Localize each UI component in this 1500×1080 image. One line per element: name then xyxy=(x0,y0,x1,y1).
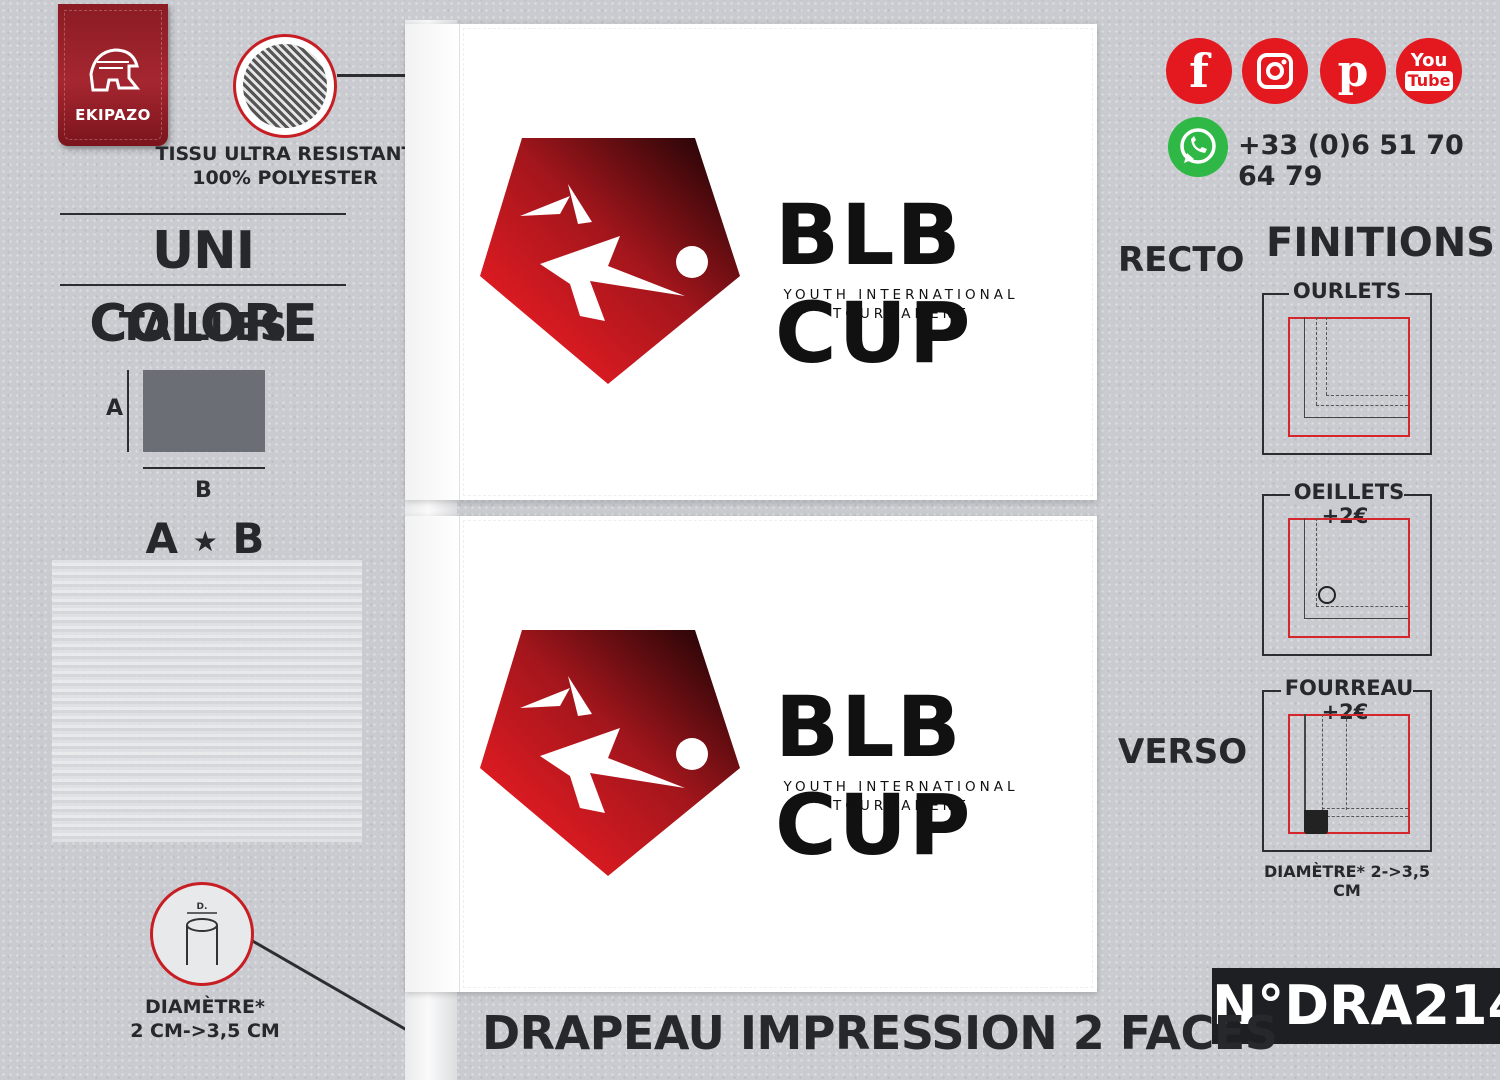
flag-subtitle-1: YOUTH INTERNATIONAL xyxy=(783,779,1019,795)
fabric-texture-icon xyxy=(233,34,337,138)
sleeve-pole-icon xyxy=(1304,810,1328,834)
flag-subtitle: YOUTH INTERNATIONAL TOURNAMENT xyxy=(775,286,1027,324)
eyelet-icon xyxy=(1318,586,1336,604)
diameter-line-2: 2 CM->3,5 CM xyxy=(130,1020,280,1042)
star-icon: ★ xyxy=(192,525,218,558)
finish-diagram xyxy=(1288,714,1410,834)
color-swatch xyxy=(52,560,362,842)
flag-hem xyxy=(463,28,1093,496)
finish-label: OURLETS xyxy=(1288,279,1406,303)
formula-b: B xyxy=(232,514,265,563)
diameter-line-1: DIAMÈTRE* xyxy=(145,996,265,1018)
finishes-title: FINITIONS xyxy=(1266,220,1496,266)
dimension-a-line xyxy=(127,370,129,452)
pole-diameter-icon: D. xyxy=(150,882,254,986)
diameter-description: DIAMÈTRE* 2 CM->3,5 CM xyxy=(110,995,300,1043)
sizes-title: TAILLES xyxy=(118,305,288,349)
brand-tag: EKIPAZO xyxy=(58,4,168,146)
warrior-helmet-icon xyxy=(89,48,141,92)
finishes-note: DIAMÈTRE* 2->3,5 CM xyxy=(1263,862,1431,900)
flag-sleeve xyxy=(405,24,460,500)
size-rectangle xyxy=(143,370,265,452)
fabric-description: TISSU ULTRA RESISTANT 100% POLYESTER xyxy=(150,142,420,190)
size-formula: A ★ B xyxy=(110,514,300,563)
recto-label: RECTO xyxy=(1118,240,1245,280)
flag-title: BLB CUP xyxy=(775,678,973,874)
whatsapp-icon[interactable] xyxy=(1168,117,1228,177)
finish-hems: OURLETS xyxy=(1262,279,1432,455)
flag-title: BLB CUP xyxy=(775,186,973,382)
product-reference: N°DRA2140 xyxy=(1212,968,1500,1044)
flag-subtitle-1: YOUTH INTERNATIONAL xyxy=(783,287,1019,303)
flag-subtitle: YOUTH INTERNATIONAL TOURNAMENT xyxy=(775,778,1027,816)
tag-stitching xyxy=(64,10,162,140)
flag-sleeve xyxy=(405,516,460,992)
finish-diagram xyxy=(1288,317,1410,437)
flag-subtitle-2: TOURNAMENT xyxy=(833,798,969,814)
finish-sleeve: FOURREAU +2€ xyxy=(1262,676,1432,852)
diameter-icon-label: D. xyxy=(197,902,208,912)
divider xyxy=(60,284,346,286)
flag-verso: BLB CUP YOUTH INTERNATIONAL TOURNAMENT xyxy=(405,516,1097,992)
facebook-icon[interactable]: f xyxy=(1166,38,1232,104)
product-title: DRAPEAU IMPRESSION 2 FACES xyxy=(482,1006,1278,1060)
finish-eyelets: OEILLETS +2€ xyxy=(1262,480,1432,656)
brand-name: EKIPAZO xyxy=(75,106,151,124)
dimension-b-label: B xyxy=(195,478,212,503)
flag-subtitle-2: TOURNAMENT xyxy=(833,306,969,322)
dimension-a-label: A xyxy=(106,396,124,421)
verso-label: VERSO xyxy=(1118,732,1248,772)
flag-recto: BLB CUP YOUTH INTERNATIONAL TOURNAMENT xyxy=(405,24,1097,500)
style-title: UNI COLORE xyxy=(89,221,317,354)
blb-cup-emblem-icon xyxy=(480,630,740,876)
formula-a: A xyxy=(145,514,179,563)
youtube-text-bottom: Tube xyxy=(1404,71,1454,91)
flag-hem xyxy=(463,520,1093,988)
youtube-icon[interactable]: You Tube xyxy=(1396,38,1462,104)
fabric-line-1: TISSU ULTRA RESISTANT xyxy=(155,143,415,165)
pinterest-icon[interactable]: p xyxy=(1320,38,1386,104)
youtube-text-top: You xyxy=(1410,50,1448,71)
finish-diagram xyxy=(1288,518,1410,638)
instagram-icon[interactable] xyxy=(1242,38,1308,104)
phone-number[interactable]: +33 (0)6 51 70 64 79 xyxy=(1238,130,1464,192)
blb-cup-emblem-icon xyxy=(480,138,740,384)
divider xyxy=(60,213,346,215)
dimension-b-line xyxy=(143,467,265,469)
fabric-line-2: 100% POLYESTER xyxy=(192,167,378,189)
